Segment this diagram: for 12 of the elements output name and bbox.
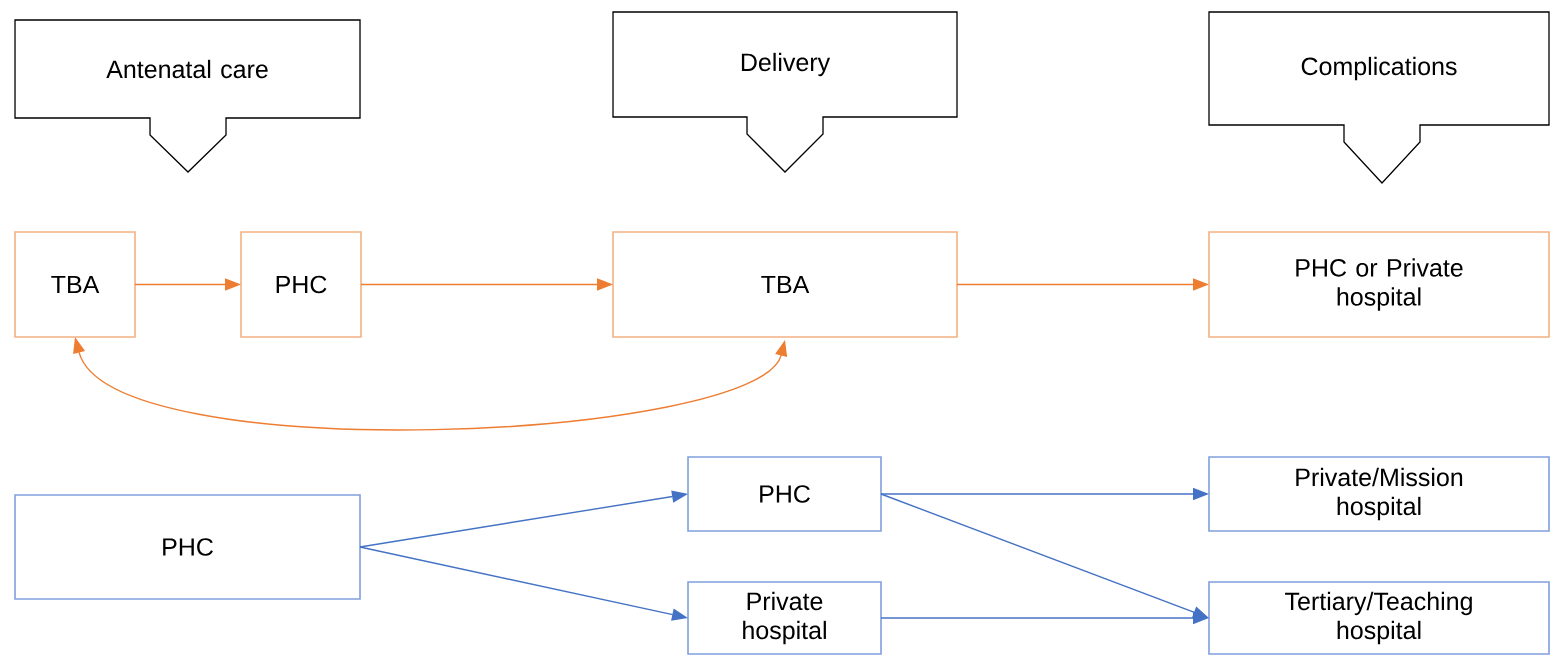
process-box: TBA [14, 231, 136, 338]
process-box: Private hospital [687, 581, 882, 655]
process-box: Private/Mission hospital [1208, 456, 1550, 532]
process-box: PHC [14, 494, 361, 600]
process-box: TBA [612, 231, 958, 338]
process-box: PHC or Private hospital [1208, 231, 1550, 338]
process-box: PHC [240, 231, 362, 338]
process-box: PHC [687, 456, 882, 532]
stage-callout: Delivery [612, 11, 958, 173]
stage-callout: Complications [1208, 11, 1550, 184]
process-box: Tertiary/Teaching hospital [1208, 581, 1550, 655]
stage-callout: Antenatal care [14, 19, 361, 173]
